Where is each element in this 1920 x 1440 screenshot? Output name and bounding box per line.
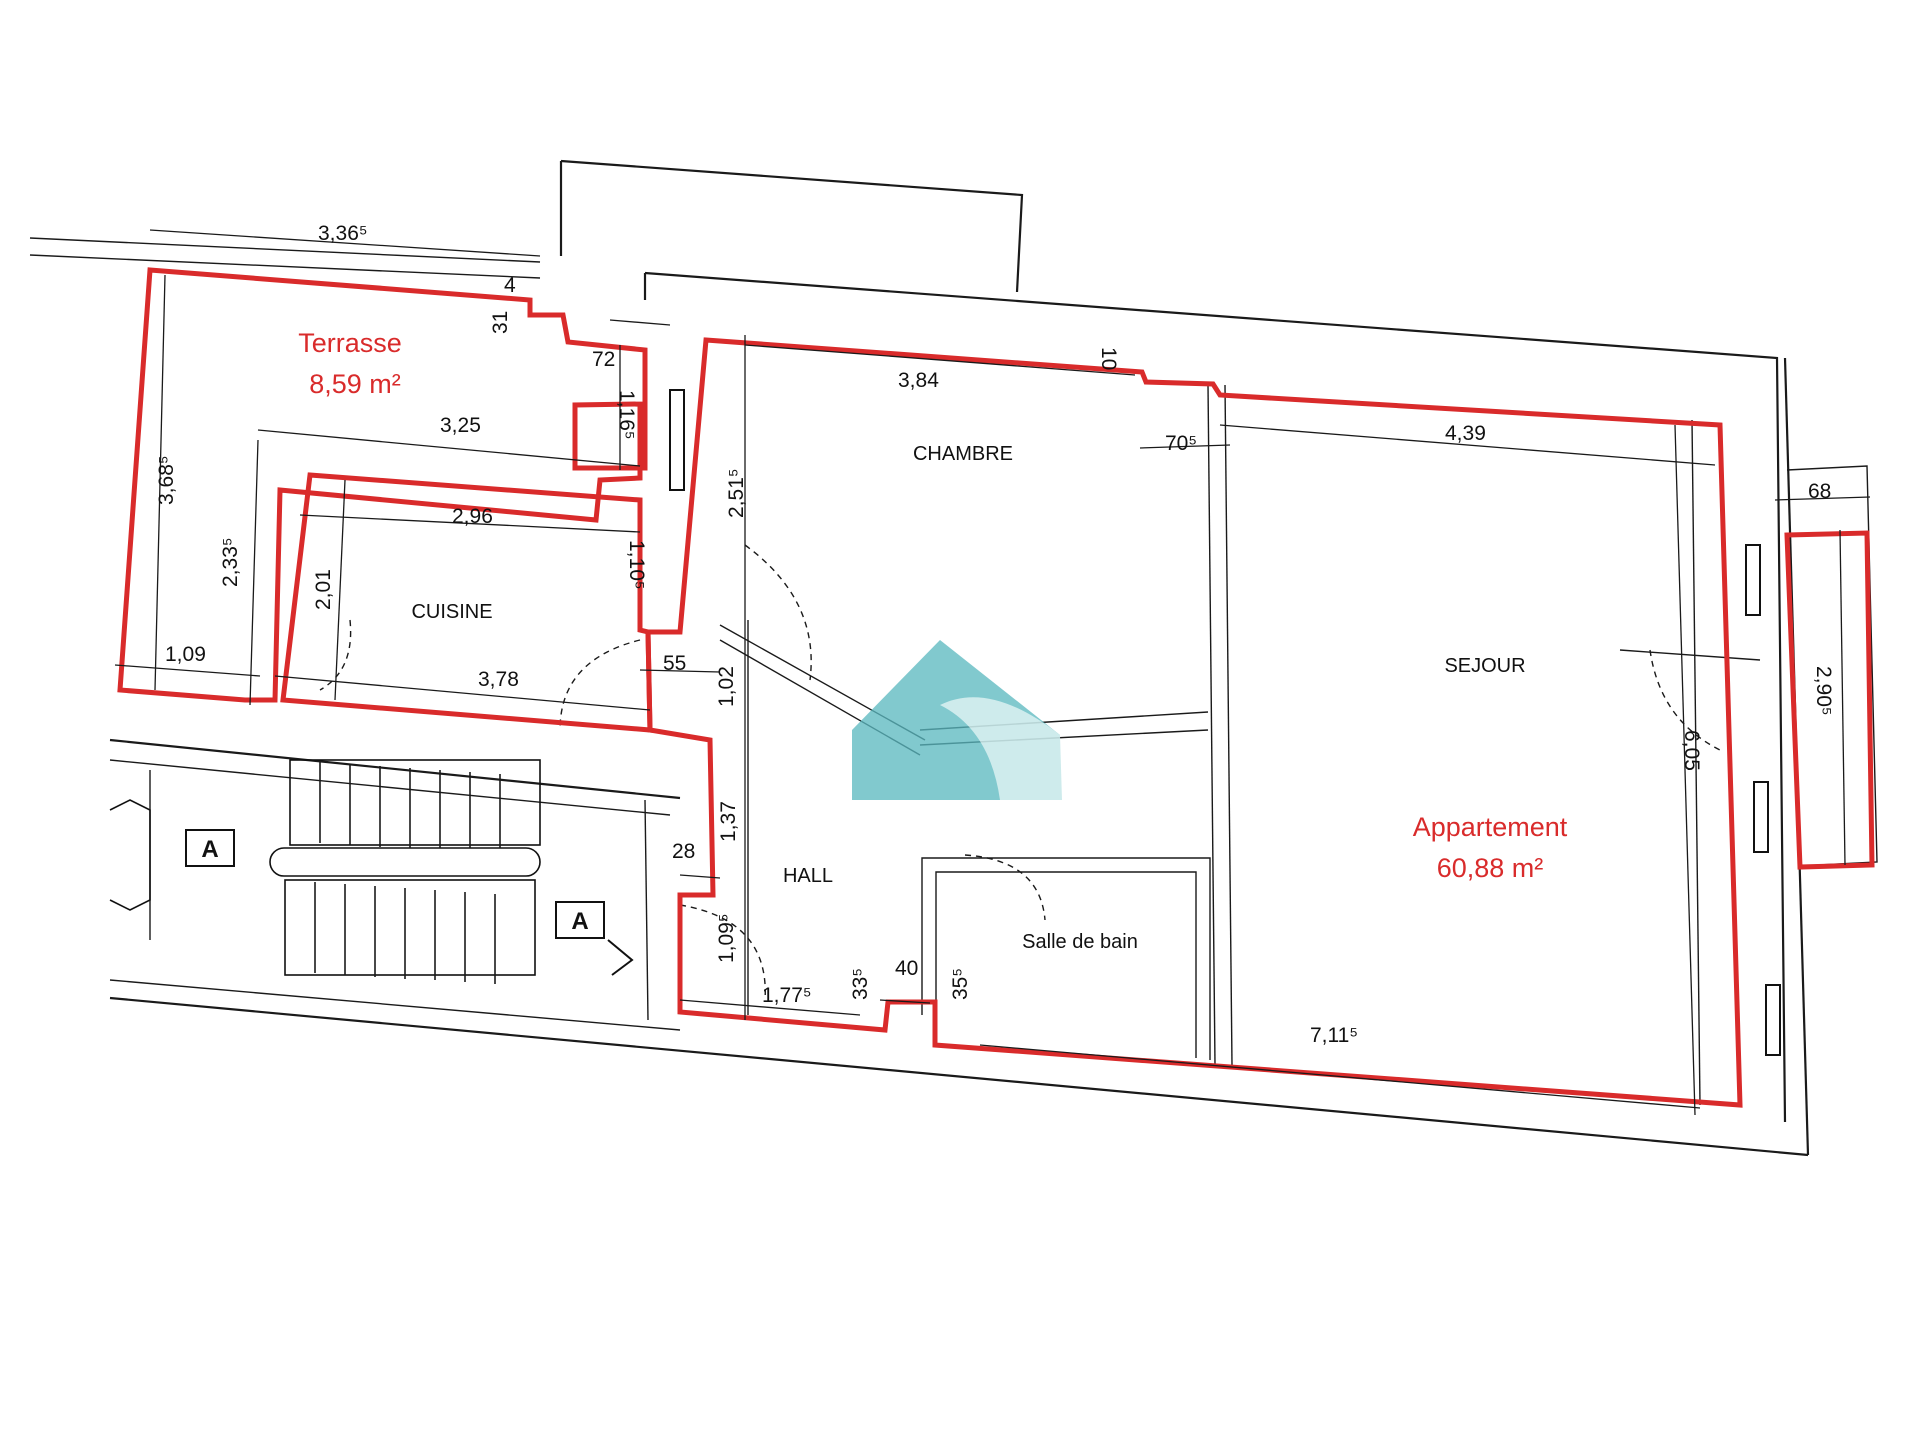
room-chambre: CHAMBRE bbox=[913, 443, 1013, 465]
dim-325: 3,25 bbox=[440, 414, 481, 437]
annex-wall bbox=[560, 159, 1024, 293]
terrasse-area-value: 8,59 m² bbox=[309, 369, 401, 399]
dim-605: 6,05 bbox=[1680, 730, 1703, 771]
stair-left-detail bbox=[109, 799, 151, 911]
windows bbox=[669, 389, 1781, 1056]
window-4 bbox=[669, 389, 685, 491]
corridor-bottom-wall bbox=[109, 979, 681, 1031]
dim-201: 2,01 bbox=[312, 569, 335, 610]
hall-door-arc bbox=[744, 544, 812, 681]
corridor-right-post bbox=[644, 799, 649, 1021]
section-arrow bbox=[607, 939, 634, 976]
dimension-lines bbox=[114, 229, 1871, 1116]
staircase bbox=[109, 759, 541, 984]
room-sejour: SEJOUR bbox=[1444, 655, 1525, 677]
dim-7115: 7,11⁵ bbox=[1310, 1024, 1358, 1047]
dim-3365: 3,36⁵ bbox=[318, 222, 368, 245]
chambre-sejour-wall bbox=[1207, 384, 1216, 1066]
dim-55: 55 bbox=[663, 652, 686, 675]
top-wall-outer bbox=[29, 237, 541, 263]
dim-439: 4,39 bbox=[1445, 422, 1486, 445]
sejour-right-wall bbox=[1691, 419, 1701, 1106]
dim-378: 3,78 bbox=[478, 668, 519, 691]
dim-109: 1,09 bbox=[165, 643, 206, 666]
building-walls bbox=[29, 159, 1878, 1157]
dim-3685: 3,68⁵ bbox=[155, 455, 178, 505]
terrasse-outline bbox=[117, 267, 648, 703]
bathroom-wall-outer bbox=[921, 857, 1211, 1060]
bathroom-wall-inner bbox=[935, 871, 1197, 1058]
appartement-area-value: 60,88 m² bbox=[1437, 853, 1544, 883]
dim-1095: 1,09⁵ bbox=[715, 913, 738, 963]
area-outlines bbox=[117, 267, 1875, 1108]
dim-4: 4 bbox=[504, 274, 516, 297]
main-exterior-wall bbox=[644, 271, 1787, 1123]
watermark-logo bbox=[852, 640, 1062, 800]
stair-landing bbox=[269, 847, 541, 877]
stair-flight-top bbox=[289, 759, 541, 846]
section-label-a-2: A bbox=[571, 908, 588, 935]
dim-384: 3,84 bbox=[898, 369, 939, 392]
entry-door-arc bbox=[679, 904, 766, 1001]
dim-72: 72 bbox=[592, 348, 615, 371]
stair-flight-bottom bbox=[284, 879, 536, 976]
dim-102: 1,02 bbox=[715, 666, 738, 707]
chambre-sejour-wall-2 bbox=[1224, 384, 1233, 1066]
logo-shape-light bbox=[940, 697, 1062, 800]
window-1 bbox=[1745, 544, 1761, 616]
dim-296: 2,96 bbox=[452, 505, 493, 528]
dim-2335: 2,33⁵ bbox=[219, 537, 242, 587]
appartement-area-label: Appartement bbox=[1413, 812, 1568, 842]
dimension-labels: 3,36⁵ 4 31 72 1,16⁵ 3,68⁵ 3,25 2,96 2,33… bbox=[155, 222, 1835, 1047]
corridor-top-wall bbox=[109, 738, 681, 800]
sejour-door-arc bbox=[1649, 649, 1721, 751]
top-wall-inner bbox=[29, 254, 541, 279]
room-labels: CUISINE CHAMBRE SEJOUR HALL Salle de bai… bbox=[411, 443, 1525, 953]
dim-1775: 1,77⁵ bbox=[762, 984, 812, 1007]
room-cuisine: CUISINE bbox=[411, 601, 492, 623]
bath-door-arc bbox=[964, 854, 1046, 921]
window-3 bbox=[1765, 984, 1781, 1056]
dim-705: 70⁵ bbox=[1165, 432, 1197, 455]
dim-2515: 2,51⁵ bbox=[725, 468, 748, 518]
section-label-a-1: A bbox=[201, 836, 218, 863]
section-marker-a-1: A bbox=[185, 829, 235, 867]
dim-1165: 1,16⁵ bbox=[615, 390, 638, 440]
dim-1105: 1,10⁵ bbox=[625, 540, 648, 590]
dim-2905: 2,90⁵ bbox=[1812, 666, 1835, 716]
bottom-exterior-wall bbox=[109, 996, 1809, 1157]
room-hall: HALL bbox=[783, 865, 833, 887]
kitchen-door-arc bbox=[559, 639, 641, 731]
dim-68: 68 bbox=[1808, 480, 1831, 503]
dim-10: 10 bbox=[1097, 347, 1120, 370]
dim-31: 31 bbox=[489, 311, 512, 334]
area-labels: Terrasse 8,59 m² Appartement 60,88 m² bbox=[298, 328, 1568, 883]
window-2 bbox=[1753, 781, 1769, 853]
cuisine-outline bbox=[280, 472, 653, 733]
dim-28: 28 bbox=[672, 840, 695, 863]
dim-335: 33⁵ bbox=[849, 968, 872, 1000]
corridor-top-wall-2 bbox=[109, 759, 671, 816]
room-salle-de-bain: Salle de bain bbox=[1022, 931, 1138, 953]
dim-355: 35⁵ bbox=[949, 968, 972, 1000]
terrasse-area-label: Terrasse bbox=[298, 328, 402, 358]
sejour-door-leaf bbox=[1619, 649, 1761, 661]
dim-40: 40 bbox=[895, 957, 918, 980]
dim-137: 1,37 bbox=[717, 801, 740, 842]
section-marker-a-2: A bbox=[555, 901, 634, 976]
